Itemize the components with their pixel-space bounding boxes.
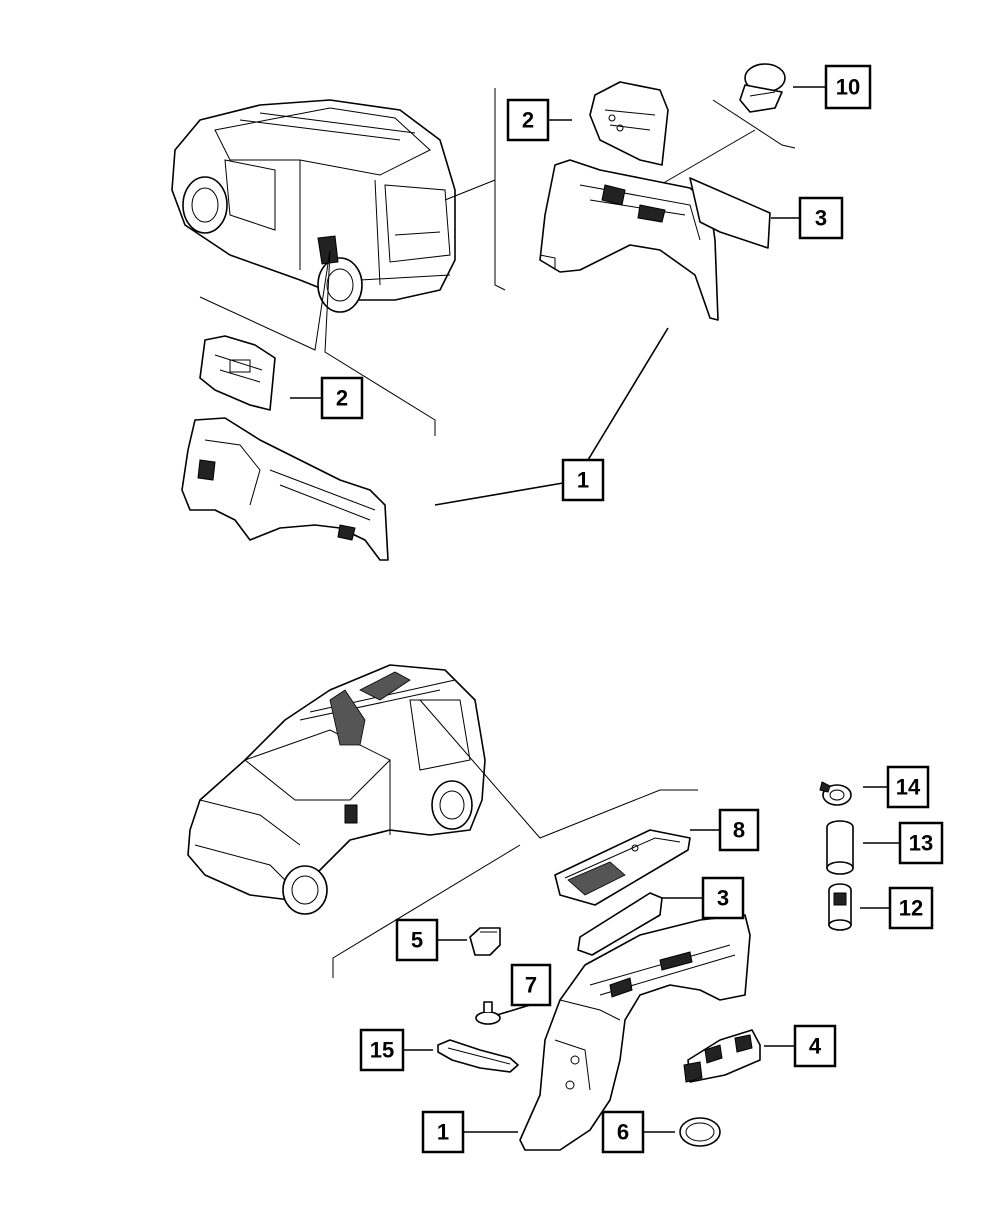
callout-label: 12 (899, 896, 923, 921)
callout-label: 8 (733, 818, 745, 843)
callout-top-10[interactable]: 10 (824, 64, 872, 110)
callout-bottom-7[interactable]: 7 (510, 963, 552, 1007)
callout-label: 4 (809, 1034, 822, 1059)
part-10-plug (739, 63, 786, 113)
part-4-bracket (683, 1029, 761, 1083)
callout-bottom-13[interactable]: 13 (898, 821, 944, 865)
callout-bottom-14[interactable]: 14 (886, 765, 930, 809)
callout-top-2a[interactable]: 2 (506, 98, 550, 142)
callout-label: 13 (909, 831, 933, 856)
callout-label: 1 (437, 1120, 449, 1145)
part-1-lower-trim (519, 914, 751, 1151)
part-6-grommet (679, 1117, 721, 1147)
bottom-van-illustration (187, 664, 486, 915)
callout-top-3[interactable]: 3 (798, 196, 844, 240)
callout-label: 7 (525, 973, 537, 998)
callout-label: 15 (370, 1038, 394, 1063)
callout-label: 14 (896, 775, 921, 800)
part-14-clip (819, 781, 852, 806)
callout-bottom-12[interactable]: 12 (888, 886, 934, 930)
callout-label: 10 (836, 75, 860, 100)
part-7-push-pin (475, 1001, 501, 1025)
callout-bottom-3[interactable]: 3 (701, 876, 745, 920)
callout-label: 1 (577, 468, 589, 493)
callout-bottom-1[interactable]: 1 (421, 1110, 465, 1154)
callout-bottom-8[interactable]: 8 (718, 808, 760, 852)
callout-bottom-4[interactable]: 4 (793, 1024, 837, 1068)
callout-label: 2 (522, 108, 534, 133)
part-3-lower-panel (577, 892, 663, 956)
top-reference-lines (199, 88, 796, 436)
part-5-cover (469, 927, 501, 956)
callout-bottom-5[interactable]: 5 (395, 918, 439, 962)
callout-bottom-6[interactable]: 6 (601, 1110, 645, 1154)
part-8-cargo-tray (554, 829, 691, 906)
part-13-cylinder (826, 820, 854, 875)
part-1-left-trim (181, 417, 389, 561)
callout-bottom-15[interactable]: 15 (359, 1028, 405, 1072)
bottom-reference-lines (332, 699, 698, 978)
part-15-handle (437, 1039, 519, 1073)
part-12-socket (828, 883, 852, 931)
part-1-upper-trim (539, 159, 719, 321)
part-2-upper-bracket (589, 81, 669, 166)
callout-top-1[interactable]: 1 (561, 458, 605, 502)
callout-label: 5 (411, 928, 423, 953)
callout-label: 3 (717, 886, 729, 911)
part-3-upper-panel (689, 177, 771, 249)
top-van-illustration (171, 99, 456, 313)
callout-label: 3 (815, 206, 827, 231)
callout-label: 2 (336, 386, 348, 411)
callout-top-2b[interactable]: 2 (320, 376, 364, 420)
callout-label: 6 (617, 1120, 629, 1145)
part-2-left-bracket (199, 335, 276, 411)
